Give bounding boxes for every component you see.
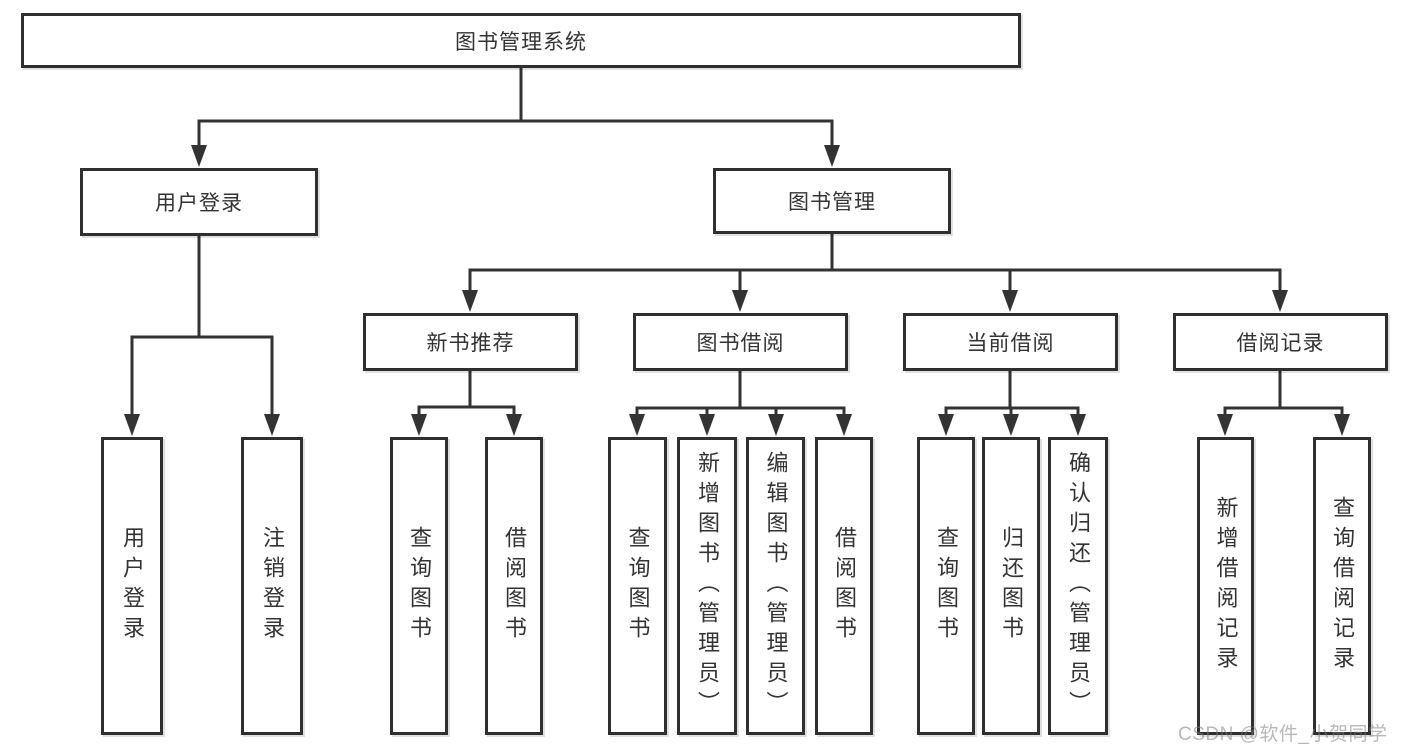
node-new-book-recommend: 新书推荐 xyxy=(363,313,578,371)
node-leaf-recommend-query-books-label: 查询图书 xyxy=(407,526,432,646)
node-leaf-current-query-books-label: 查询图书 xyxy=(934,526,959,646)
node-leaf-records-add-record-label: 新增借阅记录 xyxy=(1213,496,1239,676)
connector-root-to-level2 xyxy=(191,68,840,167)
node-leaf-records-query-record-label: 查询借阅记录 xyxy=(1330,496,1355,676)
node-leaf-records-query-record: 查询借阅记录 xyxy=(1313,437,1371,735)
node-user-login-label: 用户登录 xyxy=(155,192,243,215)
node-borrowing-records: 借阅记录 xyxy=(1173,313,1388,371)
node-new-book-recommend-label: 新书推荐 xyxy=(426,332,515,355)
node-book-borrowing-label: 图书借阅 xyxy=(696,332,785,355)
node-leaf-borrowing-add-books-label: 新增图书（管理员） xyxy=(695,451,720,721)
connector-book-management-to-level3 xyxy=(462,234,1288,312)
node-leaf-logout-login: 注销登录 xyxy=(241,437,303,735)
node-current-borrowing: 当前借阅 xyxy=(903,313,1118,371)
node-user-login: 用户登录 xyxy=(80,168,318,236)
node-leaf-borrowing-edit-books: 编辑图书（管理员） xyxy=(746,437,805,735)
node-borrowing-records-label: 借阅记录 xyxy=(1236,332,1325,355)
node-leaf-recommend-borrow-books: 借阅图书 xyxy=(485,437,543,735)
node-leaf-borrowing-add-books: 新增图书（管理员） xyxy=(677,437,737,735)
node-leaf-current-return-books-label: 归还图书 xyxy=(999,526,1024,646)
connector-book-borrowing-to-leaves xyxy=(629,371,852,436)
node-leaf-recommend-borrow-books-label: 借阅图书 xyxy=(502,526,527,646)
node-leaf-current-query-books: 查询图书 xyxy=(917,437,975,735)
node-leaf-user-login: 用户登录 xyxy=(101,437,163,735)
connector-new-book-recommend-to-leaves xyxy=(411,371,522,436)
connector-user-login-to-leaves xyxy=(124,236,280,436)
node-leaf-records-add-record: 新增借阅记录 xyxy=(1197,437,1254,735)
node-current-borrowing-label: 当前借阅 xyxy=(966,332,1055,355)
node-book-management: 图书管理 xyxy=(713,168,951,234)
node-leaf-recommend-query-books: 查询图书 xyxy=(390,437,448,735)
node-leaf-borrowing-borrow-books-label: 借阅图书 xyxy=(832,526,857,646)
connector-borrowing-records-to-leaves xyxy=(1217,371,1350,436)
node-leaf-borrowing-query-books-label: 查询图书 xyxy=(625,526,651,646)
node-root-label: 图书管理系统 xyxy=(455,30,587,54)
connector-current-borrowing-to-leaves xyxy=(938,371,1086,436)
node-book-borrowing: 图书借阅 xyxy=(633,313,848,371)
node-leaf-user-login-label: 用户登录 xyxy=(120,526,145,646)
node-book-management-label: 图书管理 xyxy=(788,191,876,214)
node-leaf-logout-login-label: 注销登录 xyxy=(260,526,285,646)
node-leaf-borrowing-edit-books-label: 编辑图书（管理员） xyxy=(763,451,789,721)
node-leaf-current-confirm-return-label: 确认归还（管理员） xyxy=(1066,451,1091,721)
node-root: 图书管理系统 xyxy=(21,13,1021,68)
node-leaf-borrowing-query-books: 查询图书 xyxy=(608,437,667,735)
watermark: CSDN @软件_小贺同学 xyxy=(1178,724,1388,745)
node-leaf-current-return-books: 归还图书 xyxy=(982,437,1040,735)
node-leaf-current-confirm-return: 确认归还（管理员） xyxy=(1048,437,1108,735)
node-leaf-borrowing-borrow-books: 借阅图书 xyxy=(815,437,873,735)
